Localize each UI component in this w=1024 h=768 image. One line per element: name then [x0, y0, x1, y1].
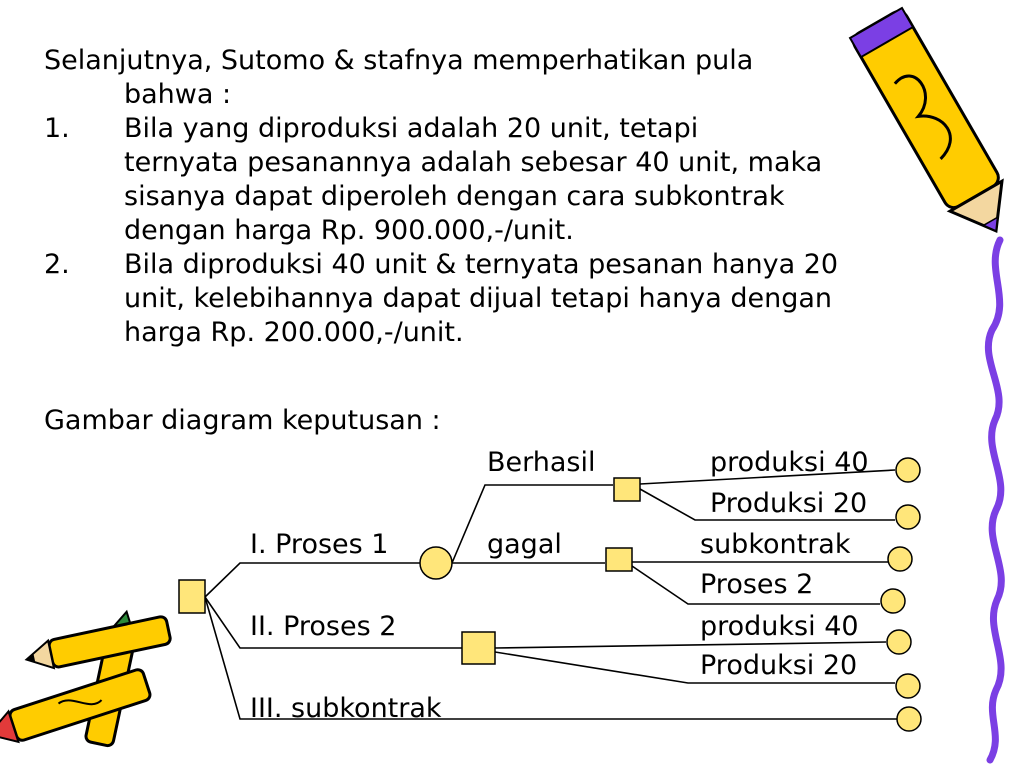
- edge-berhasil-produksi20: [639, 488, 895, 521]
- edge-proses1: [204, 562, 420, 598]
- leaf-label-p2-produksi40: produksi 40: [700, 611, 859, 642]
- list-item-1-number: 1.: [44, 113, 70, 144]
- proses1-chance-node: [419, 546, 453, 580]
- list-item-2-line-2: unit, kelebihannya dapat dijual tetapi h…: [124, 283, 833, 314]
- list-item-2-number: 2.: [44, 249, 70, 280]
- edge-berhasil: [451, 484, 613, 564]
- leaf-node-berhasil-produksi40: [895, 457, 921, 483]
- leaf-node-gagal-subkontrak: [887, 546, 913, 572]
- leaf-node-p2-produksi40: [886, 629, 912, 655]
- leaf-label-gagal-proses2: Proses 2: [700, 569, 814, 600]
- crayons-icon: [0, 609, 172, 748]
- intro-line-2: bahwa :: [124, 79, 232, 110]
- outcome-label-gagal: gagal: [487, 529, 562, 560]
- leaf-label-berhasil-produksi20: Produksi 20: [710, 488, 868, 519]
- edge-gagal-proses2: [631, 565, 880, 605]
- root-decision-node: [178, 579, 206, 614]
- leaf-node-berhasil-produksi20: [895, 504, 921, 530]
- diagram-lines: [204, 469, 900, 720]
- branch-label-subkontrak: III. subkontrak: [250, 693, 442, 724]
- edge-proses2: [204, 596, 462, 649]
- leaf-label-berhasil-produksi40: produksi 40: [710, 447, 869, 478]
- diagram-nodes: [178, 457, 922, 732]
- branch-label-proses2: II. Proses 2: [250, 611, 397, 642]
- leaf-node-gagal-proses2: [880, 588, 906, 614]
- berhasil-decision-node: [613, 477, 641, 502]
- list-item-1-line-3: sisanya dapat diperoleh dengan cara subk…: [124, 181, 785, 212]
- edge-berhasil-produksi40: [639, 469, 896, 485]
- leaf-node-p2-produksi20: [895, 673, 921, 699]
- crayon-icon: [848, 6, 1004, 234]
- list-item-2-line-3: harga Rp. 200.000,-/unit.: [124, 317, 464, 348]
- list-item-2-line-1: 2.Bila diproduksi 40 unit & ternyata pes…: [44, 249, 839, 280]
- branch-label-proses1: I. Proses 1: [250, 529, 389, 560]
- leaf-label-gagal-subkontrak: subkontrak: [700, 529, 851, 560]
- leaf-label-p2-produksi20: Produksi 20: [700, 650, 858, 681]
- diagram-heading: Gambar diagram keputusan :: [44, 405, 441, 436]
- edge-p2-produksi40: [494, 641, 887, 649]
- list-item-1-line-4: dengan harga Rp. 900.000,-/unit.: [124, 215, 574, 246]
- edge-subkontrak: [204, 596, 900, 720]
- intro-paragraph: Selanjutnya, Sutomo & stafnya memperhati…: [44, 44, 924, 350]
- outcome-label-berhasil: Berhasil: [487, 447, 596, 478]
- leaf-node-subkontrak: [896, 706, 922, 732]
- list-item-1-line-2: ternyata pesanannya adalah sebesar 40 un…: [124, 147, 823, 178]
- proses2-decision-node: [461, 631, 496, 665]
- edge-p2-produksi20: [494, 651, 895, 684]
- gagal-decision-node: [605, 547, 633, 572]
- list-item-1-line-1: 1.Bila yang diproduksi adalah 20 unit, t…: [44, 113, 699, 144]
- squiggle-border-icon: [984, 236, 1005, 764]
- intro-line-1: Selanjutnya, Sutomo & stafnya memperhati…: [44, 45, 754, 76]
